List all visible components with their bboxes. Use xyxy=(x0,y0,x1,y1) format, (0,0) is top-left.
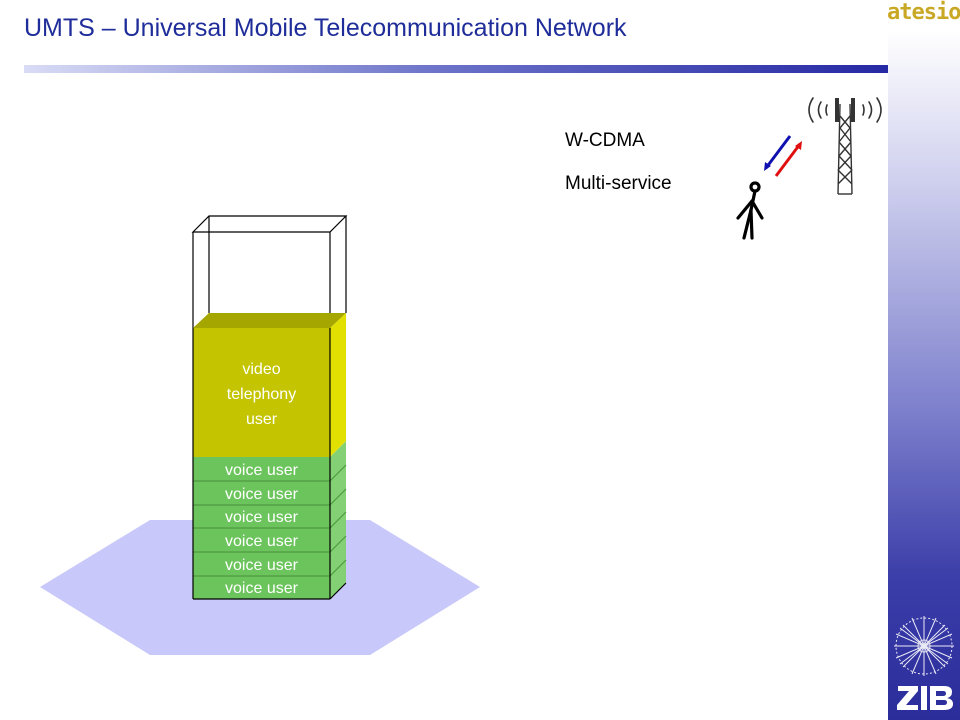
voice-label: voice user xyxy=(225,486,299,503)
voice-block xyxy=(193,505,330,528)
video-telephony-block xyxy=(193,328,330,457)
voice-label: voice user xyxy=(225,462,299,479)
voice-block xyxy=(193,457,330,481)
voice-stack: voice user voice user voice user voice u… xyxy=(193,457,347,599)
multi-service-label: Multi-service xyxy=(565,173,672,194)
video-block-top xyxy=(193,313,346,328)
right-gradient-band xyxy=(888,30,960,720)
video-label-line2: telephony xyxy=(227,386,296,403)
uplink-downlink-arrows-icon xyxy=(764,135,802,177)
voice-label: voice user xyxy=(225,557,299,574)
voice-block xyxy=(193,481,330,505)
mobile-user-icon xyxy=(736,181,764,240)
voice-label: voice user xyxy=(225,580,299,597)
atesio-logo: atesio xyxy=(887,0,960,25)
video-label-line3: user xyxy=(246,411,278,428)
voice-block xyxy=(193,552,330,576)
capacity-column-frame xyxy=(192,328,347,600)
video-label-line1: video xyxy=(242,361,280,378)
capacity-column-outline xyxy=(191,215,348,328)
voice-label: voice user xyxy=(225,533,299,550)
voice-label: voice user xyxy=(225,509,299,526)
title-underline xyxy=(24,65,929,73)
slide-title: UMTS – Universal Mobile Telecommunicatio… xyxy=(24,14,627,42)
wcdma-label: W-CDMA xyxy=(565,130,645,151)
cell-capacity-diagram: video telephony user voice user voice us… xyxy=(40,215,480,655)
radio-tower-icon xyxy=(808,97,882,195)
voice-block xyxy=(193,576,330,599)
zib-logo xyxy=(894,616,954,710)
voice-block xyxy=(193,528,330,552)
video-block-side xyxy=(330,313,346,457)
